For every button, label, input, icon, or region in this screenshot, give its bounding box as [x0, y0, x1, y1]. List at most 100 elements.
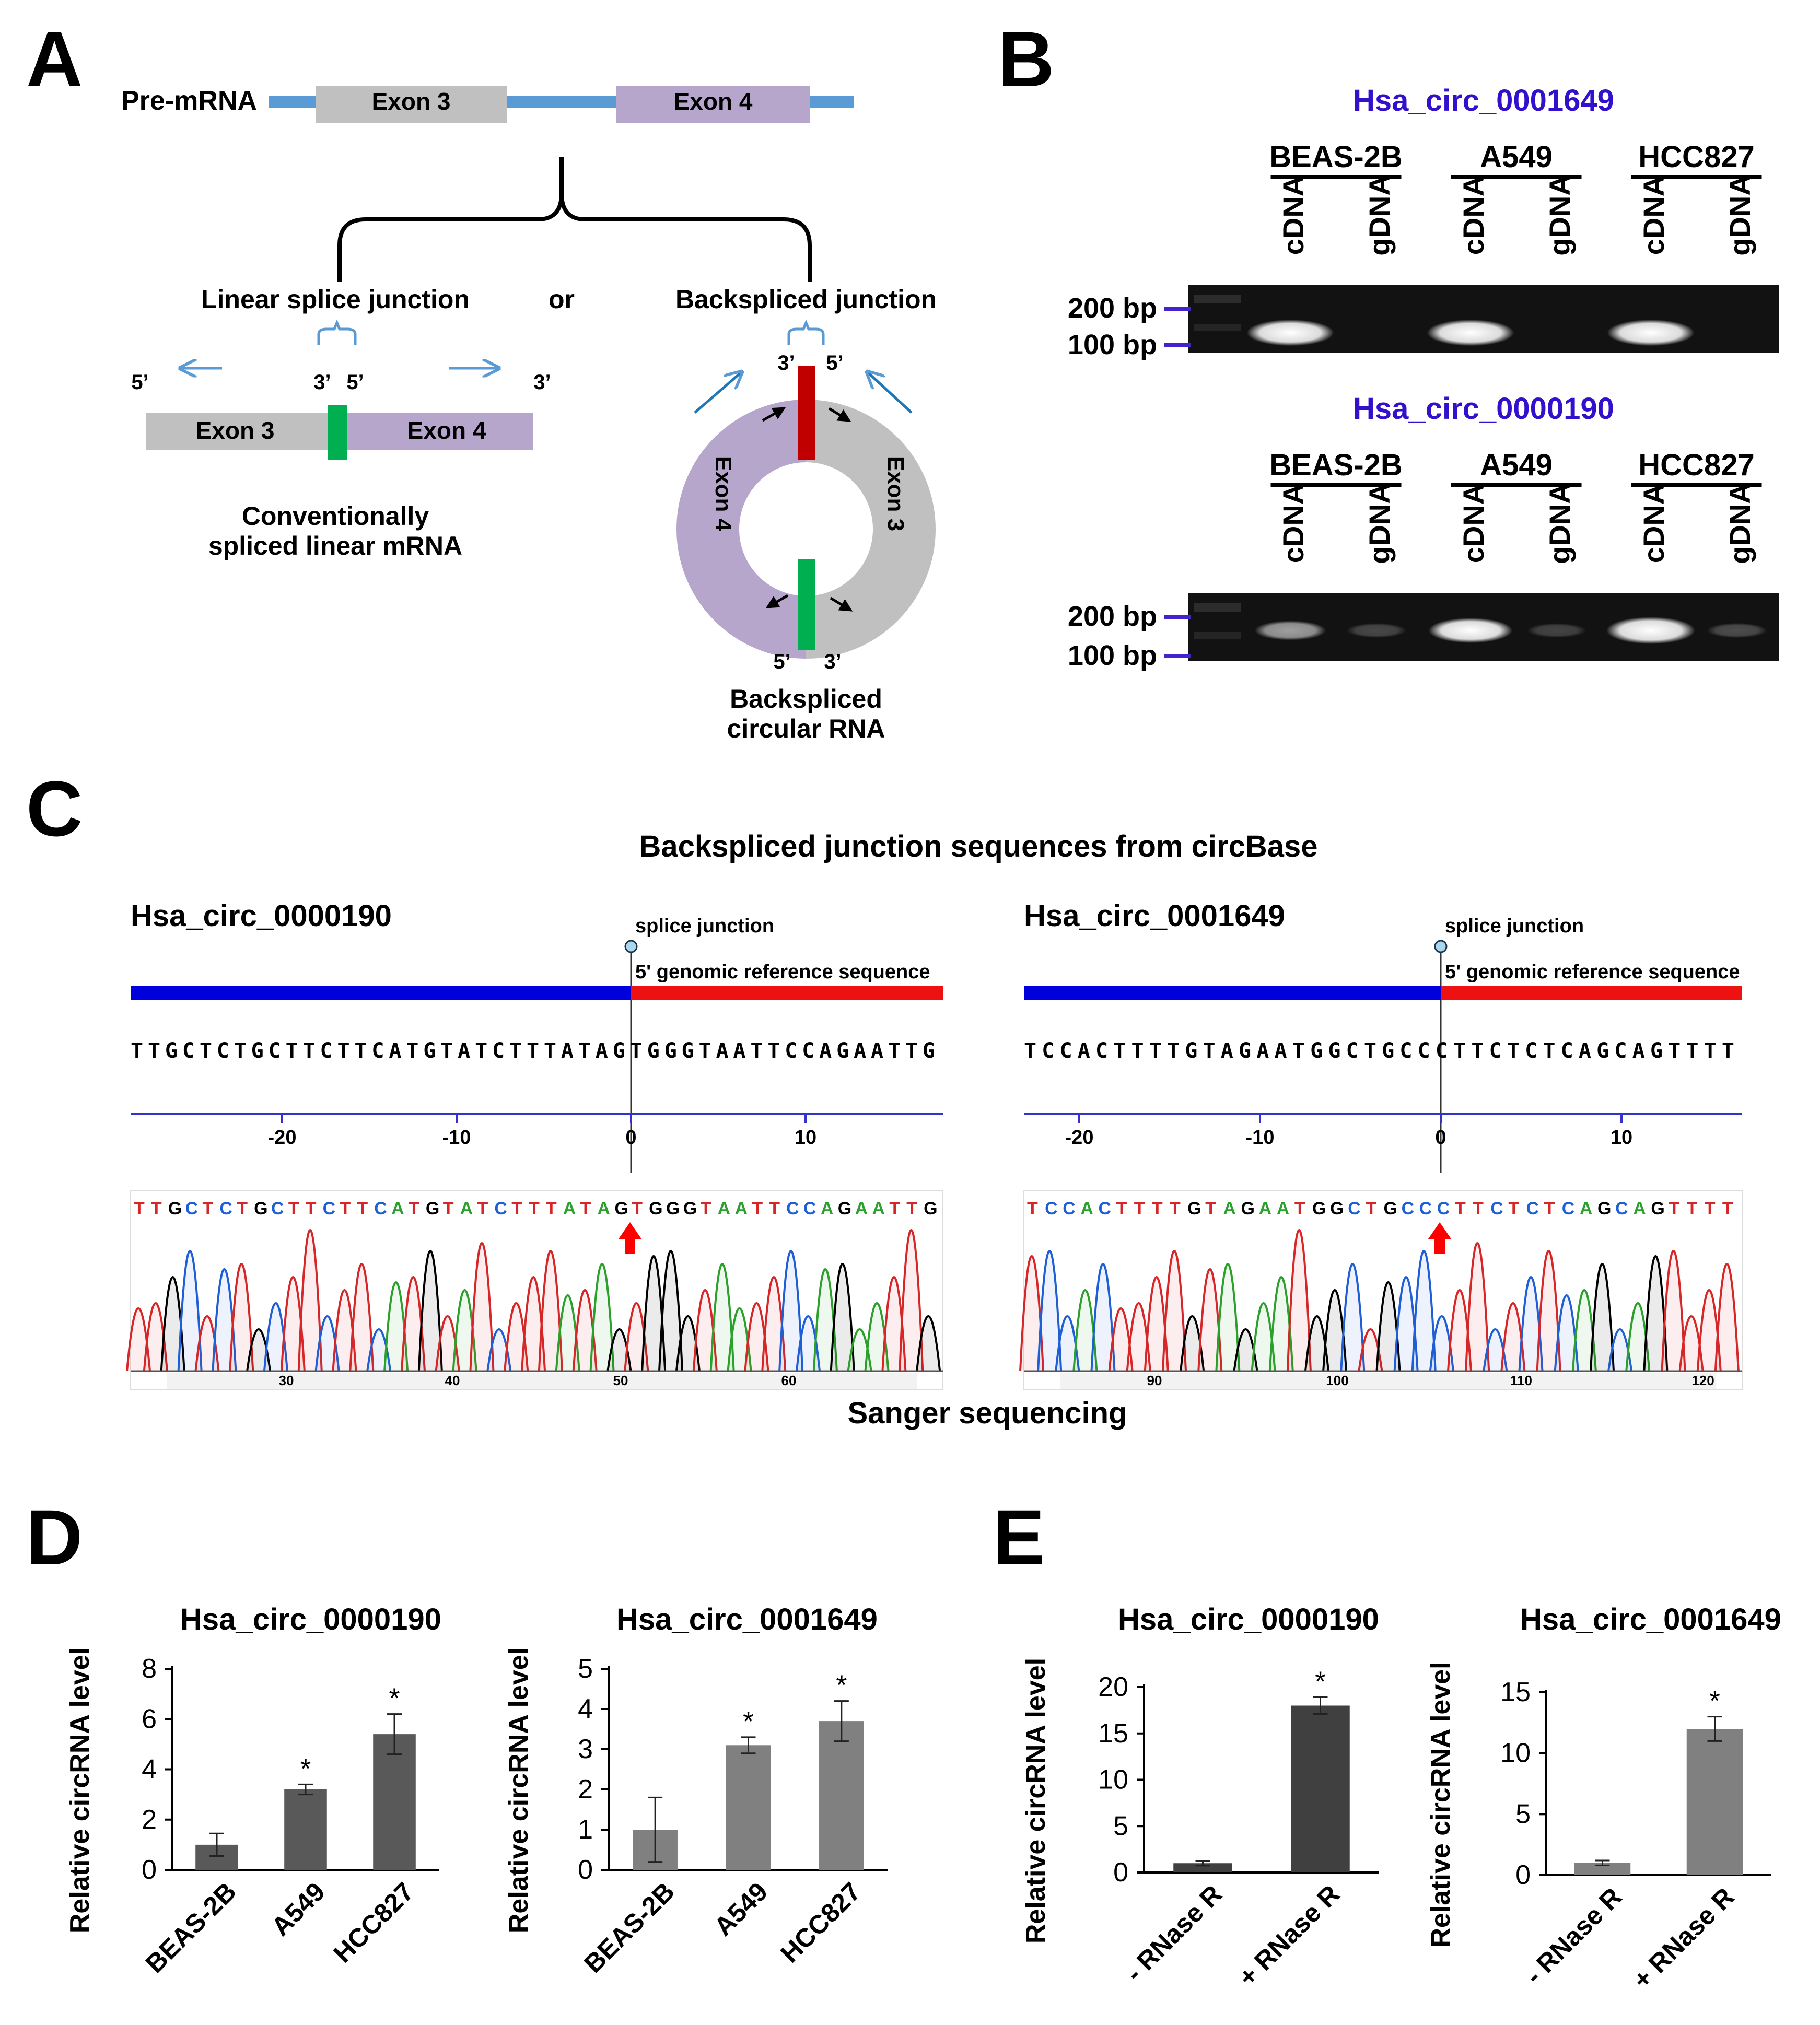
sanger-base-call: C — [1615, 1199, 1628, 1219]
sanger-base-call: C — [1526, 1199, 1539, 1219]
y-tick-label: 6 — [142, 1704, 157, 1734]
gel-lane-label: cDNA — [1637, 484, 1670, 563]
gel-lane-label: cDNA — [1277, 484, 1310, 563]
gel-lane-label: cDNA — [1637, 175, 1670, 255]
y-tick-label: 1 — [578, 1815, 593, 1845]
x-category-label: BEAS-2B — [140, 1877, 242, 1979]
sanger-base-call: G — [1241, 1199, 1255, 1219]
sanger-base-call: T — [340, 1199, 351, 1219]
y-axis-label: Relative circRNA level — [1021, 1658, 1051, 1944]
x-category-label: + RNase R — [1627, 1882, 1740, 1994]
sanger-base-call: G — [1597, 1199, 1611, 1219]
chromatogram-peak — [1714, 1263, 1740, 1372]
sanger-base-call: A — [1080, 1199, 1093, 1219]
y-tick-label: 0 — [578, 1855, 593, 1885]
gel-ladder-label: 200 bp — [1068, 292, 1157, 324]
circ-inner-arrow-1 — [762, 407, 786, 422]
circ-inner-arrow-2 — [828, 407, 851, 422]
gel-cell-line-underline — [1631, 175, 1762, 179]
position-axis-label: 0 — [1435, 1127, 1446, 1149]
x-category-label: HCC827 — [328, 1877, 419, 1968]
sanger-base-call: T — [889, 1199, 900, 1219]
position-axis-label: -10 — [1246, 1127, 1275, 1149]
sanger-base-call: G — [666, 1199, 680, 1219]
gel-ladder-band — [1194, 632, 1241, 639]
x-category-label: BEAS-2B — [578, 1877, 680, 1979]
reference-bar-upstream — [1024, 986, 1441, 1000]
sanger-base-call: C — [271, 1199, 284, 1219]
sanger-base-call: T — [134, 1199, 145, 1219]
sanger-base-call: G — [924, 1199, 937, 1219]
junction-arrow — [1428, 1222, 1451, 1254]
gel-ladder-label: 200 bp — [1068, 601, 1157, 632]
chromatogram-scale-label: 120 — [1691, 1373, 1714, 1388]
sanger-base-call: T — [1134, 1199, 1145, 1219]
sanger-base-call: C — [323, 1199, 336, 1219]
gel-lane-label: cDNA — [1457, 484, 1490, 563]
significance-marker: * — [743, 1706, 754, 1737]
gel-band — [1428, 617, 1513, 643]
y-tick-label: 0 — [142, 1855, 157, 1885]
gel-cell-line-underline — [1451, 483, 1582, 487]
sanger-base-call: A — [855, 1199, 868, 1219]
circ-exon3-arc — [805, 400, 936, 659]
sanger-base-call: C — [1348, 1199, 1361, 1219]
sanger-base-call: T — [1473, 1199, 1484, 1219]
chromatogram-peak — [589, 1263, 615, 1372]
y-tick-label: 8 — [142, 1654, 157, 1684]
sanger-base-call: G — [1312, 1199, 1326, 1219]
chromatogram-scale-label: 60 — [781, 1373, 797, 1388]
gel-band — [1246, 319, 1334, 346]
sanger-base-call: G — [1330, 1199, 1344, 1219]
chromatogram-peak — [1037, 1250, 1063, 1372]
x-category-label: - RNase R — [1120, 1879, 1228, 1987]
chromatogram-peak — [349, 1263, 375, 1372]
sanger-base-call: C — [1402, 1199, 1415, 1219]
sanger-base-call: T — [1116, 1199, 1127, 1219]
chromatogram-peak — [1019, 1255, 1044, 1372]
panel-letter-c: C — [26, 765, 83, 852]
chromatogram-peak — [899, 1229, 924, 1372]
sanger-base-call: C — [803, 1199, 816, 1219]
bar — [726, 1745, 771, 1870]
gel-lane-label: cDNA — [1457, 175, 1490, 255]
sanger-base-call: G — [614, 1199, 628, 1219]
bar — [1574, 1863, 1631, 1875]
chromatogram-peak — [916, 1315, 941, 1372]
sanger-base-call: T — [1027, 1199, 1038, 1219]
chromatogram-peak — [469, 1242, 495, 1372]
chart-title: Hsa_circ_0000190 — [180, 1602, 441, 1636]
sanger-base-call: A — [1223, 1199, 1236, 1219]
linear-end-3: 3’ — [533, 371, 551, 394]
circ-junction-bracket — [787, 319, 825, 345]
chromatogram-peak — [1215, 1263, 1241, 1372]
gel-ladder-tick — [1164, 343, 1191, 347]
chromatogram-scale-bar — [167, 1373, 917, 1389]
y-axis-label: Relative circRNA level — [504, 1647, 534, 1933]
gel-cell-line-underline — [1451, 175, 1582, 179]
significance-marker: * — [836, 1670, 847, 1701]
sanger-base-call: T — [1722, 1199, 1733, 1219]
position-axis-label: 0 — [625, 1127, 636, 1149]
gel-ladder-band — [1194, 295, 1241, 303]
y-tick-label: 0 — [1113, 1857, 1128, 1888]
sanger-base-call: C — [1099, 1199, 1112, 1219]
chromatogram-peak — [417, 1250, 443, 1372]
sanger-base-call: T — [1669, 1199, 1680, 1219]
chromatogram-peak — [1340, 1263, 1366, 1372]
sanger-base-call: T — [1705, 1199, 1716, 1219]
gel-ladder-band — [1194, 324, 1241, 331]
chromatogram-peak — [1536, 1250, 1561, 1372]
sanger-base-call: A — [1580, 1199, 1593, 1219]
linear-junction-bracket — [317, 319, 357, 345]
sanger-base-call: G — [168, 1199, 182, 1219]
sanger-base-call: T — [1687, 1199, 1698, 1219]
